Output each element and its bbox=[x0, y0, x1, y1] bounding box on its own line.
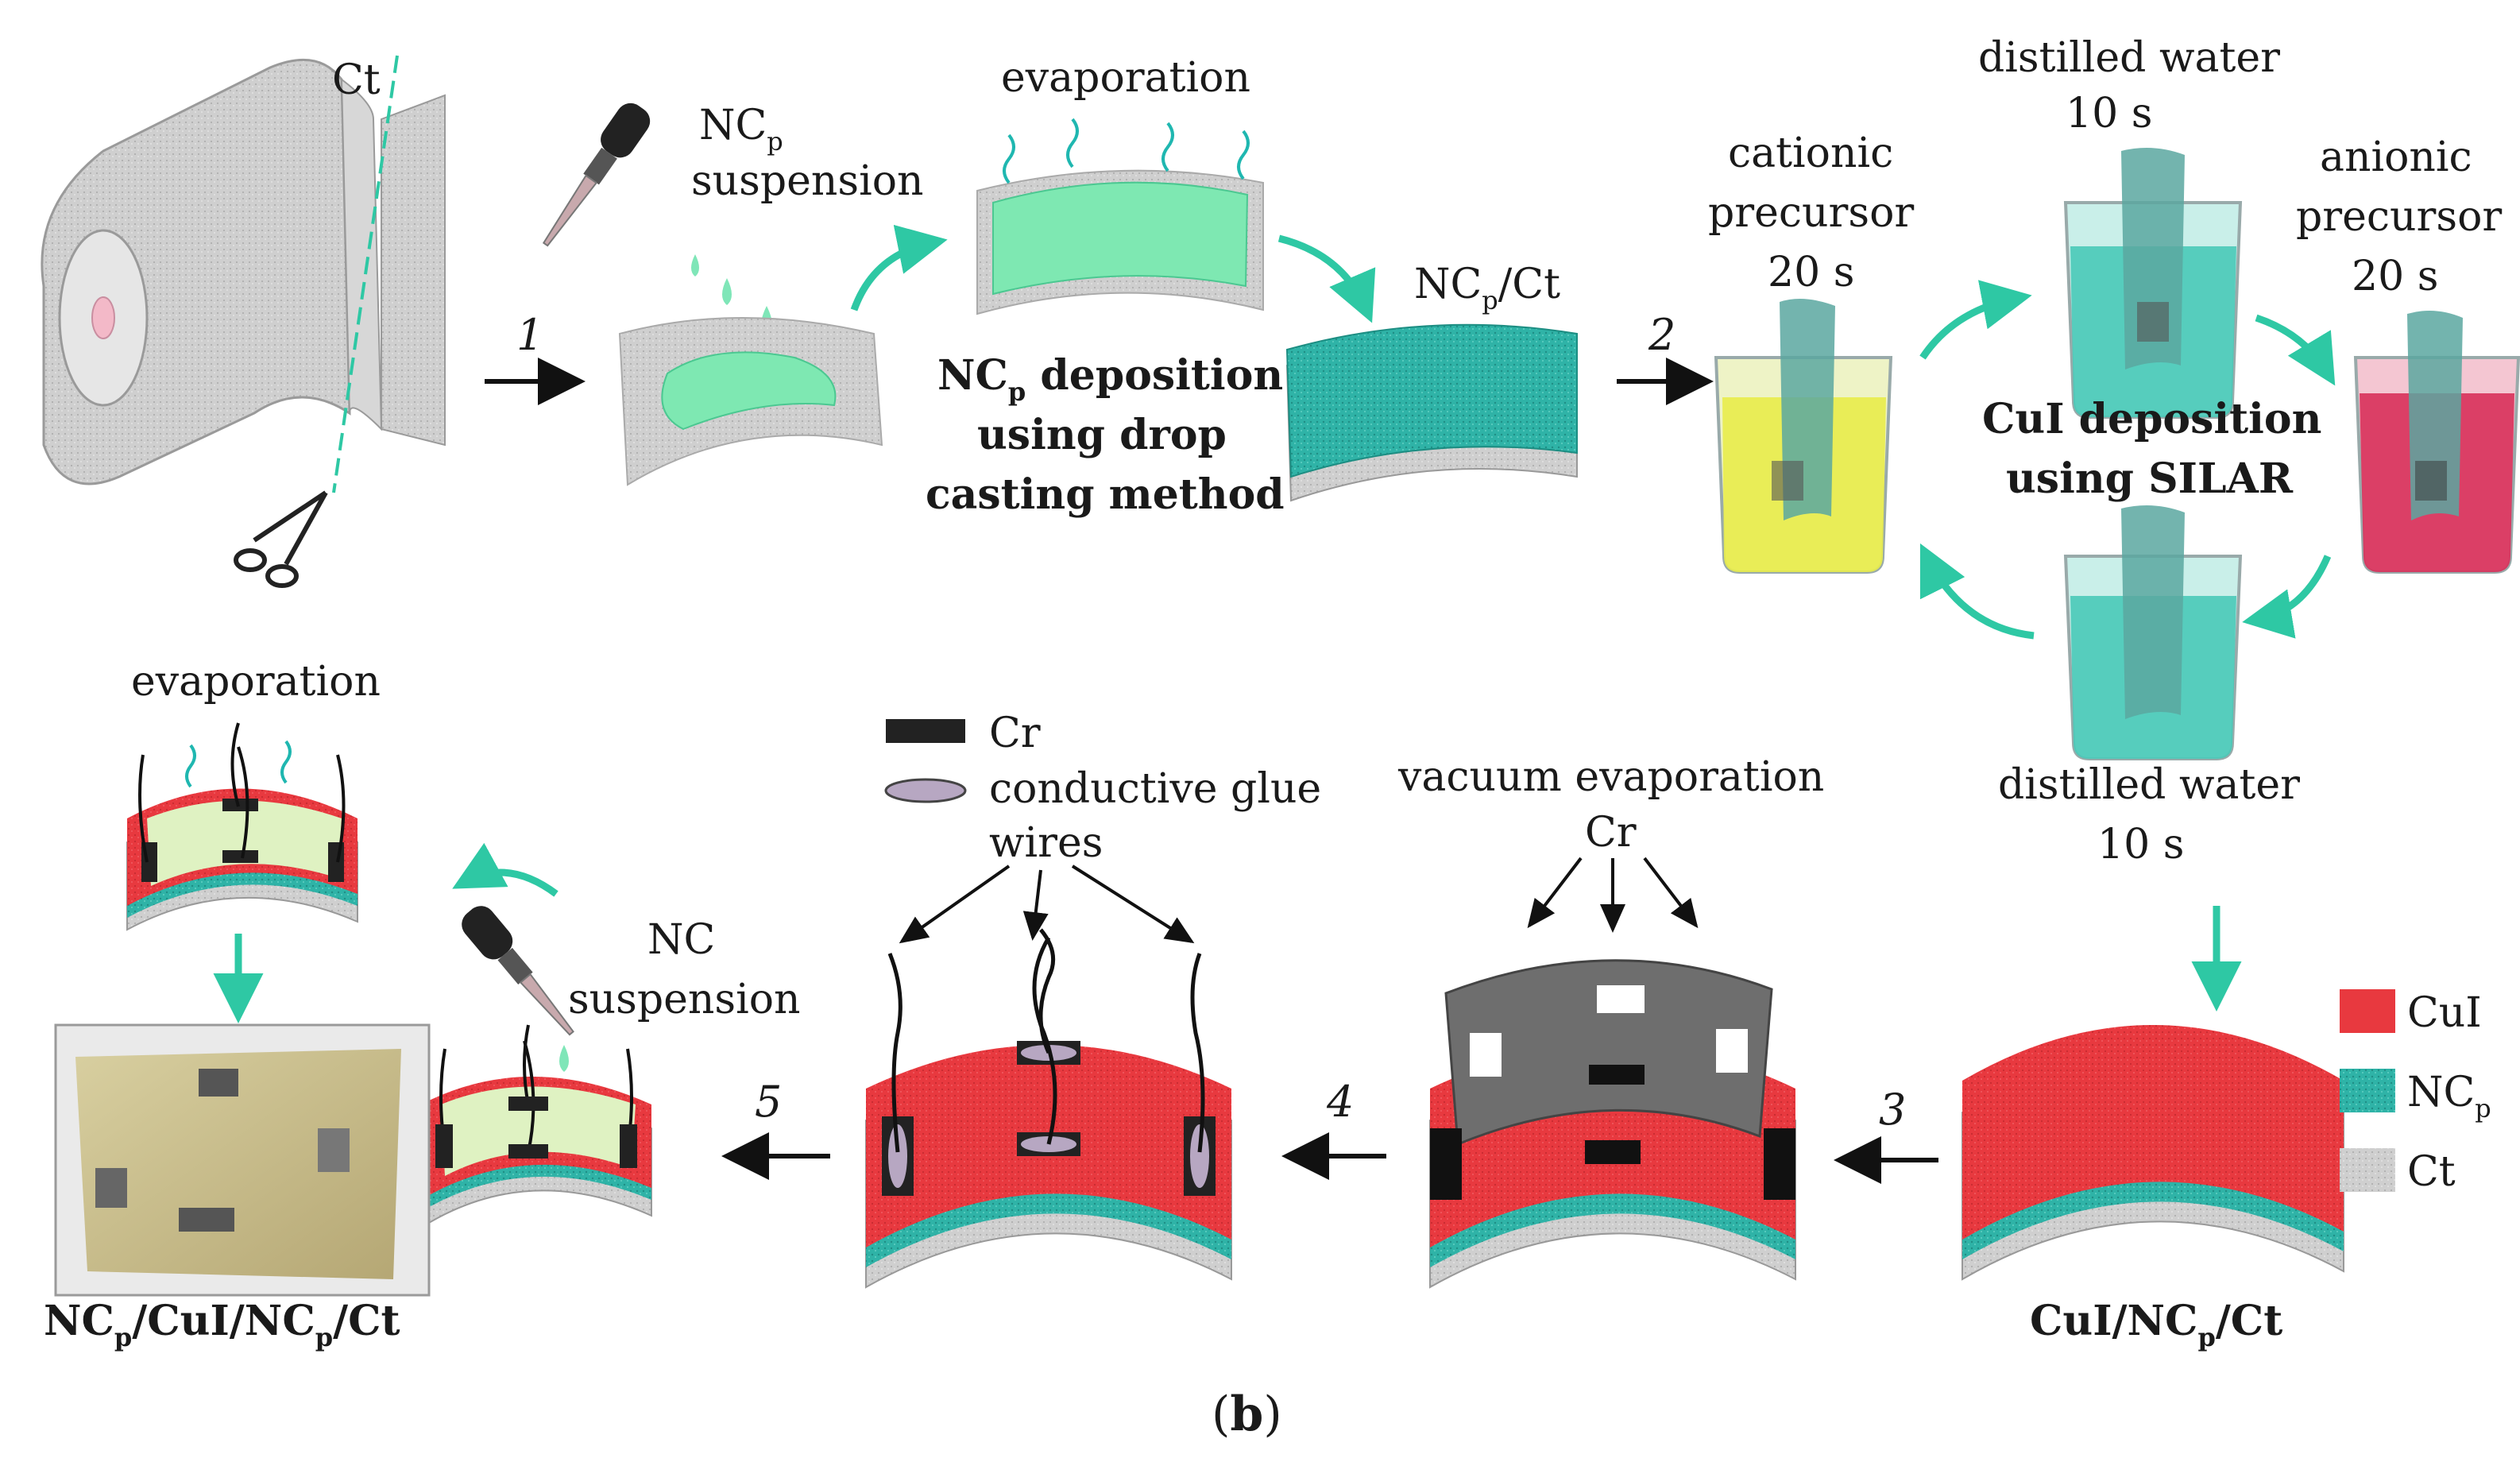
legend-swatch-ncp bbox=[2340, 1069, 2395, 1112]
step-label-5: 5 bbox=[755, 1077, 782, 1127]
ncp-suspension-word: suspension bbox=[691, 157, 924, 205]
green-arrow-to-ncpct bbox=[1277, 234, 1376, 323]
panel-label: (b) bbox=[1212, 1387, 1282, 1442]
green-arrow-up-evap bbox=[452, 842, 558, 897]
final-device-label: NCp/CuI/NCp/Ct bbox=[44, 1297, 400, 1352]
cotton-roll-icon bbox=[41, 55, 446, 493]
dropper-icon-nc bbox=[462, 906, 574, 1036]
cationic-label-2: precursor bbox=[1708, 189, 1914, 237]
vacuum-evaporation-label: vacuum evaporation bbox=[1397, 753, 1824, 801]
beaker-icon-cationic bbox=[1714, 299, 1893, 574]
beaker-icon-water-bottom bbox=[2063, 505, 2243, 760]
evaporation-top-label: evaporation bbox=[1001, 54, 1250, 102]
wire-icon bbox=[887, 928, 1205, 1153]
step-label-1: 1 bbox=[516, 310, 543, 360]
legend-glue-electrode-icon bbox=[884, 778, 967, 803]
nc-suspension-label-2: suspension bbox=[568, 976, 801, 1023]
anionic-label-1: anionic bbox=[2320, 133, 2472, 181]
step-label-4: 4 bbox=[1326, 1077, 1354, 1127]
legend-label-ct: Ct bbox=[2407, 1148, 2456, 1196]
cui-ncp-ct-label: CuI/NCp/Ct bbox=[2030, 1297, 2282, 1352]
cui-deposition-line-1: CuI deposition bbox=[1982, 395, 2321, 443]
nc-coated-fabric bbox=[420, 1024, 652, 1229]
cr-target-label: Cr bbox=[1585, 809, 1637, 857]
ncp-ct-fabric bbox=[1285, 323, 1578, 502]
legend-glue-label: conductive glue bbox=[989, 765, 1321, 813]
legend-swatch-ct bbox=[2340, 1148, 2395, 1192]
device-photo bbox=[54, 1023, 431, 1297]
evaporation-bottom-label: evaporation bbox=[131, 658, 381, 706]
legend: CuI NCp Ct bbox=[2340, 989, 2491, 1196]
silar-cycle-arrows bbox=[1919, 280, 2336, 640]
fabric-with-drop bbox=[618, 317, 883, 486]
cationic-label-1: cationic bbox=[1728, 130, 1893, 177]
evaporation-final-fabric bbox=[126, 722, 358, 931]
step-label-3: 3 bbox=[1879, 1085, 1906, 1135]
beaker-icon-anionic bbox=[2353, 311, 2520, 574]
anionic-label-3: 20 s bbox=[2352, 253, 2438, 300]
scissors-icon bbox=[234, 490, 328, 588]
cui-deposition-line-2: using SILAR bbox=[2006, 454, 2294, 503]
wires-label: wires bbox=[989, 819, 1103, 867]
dropper-icon bbox=[542, 103, 651, 247]
ncp-ct-label: NCp/Ct bbox=[1414, 261, 1560, 315]
nc-suspension-label-1: NC bbox=[647, 916, 715, 964]
ncp-suspension-symbol: NCp bbox=[699, 102, 783, 157]
anionic-label-2: precursor bbox=[2296, 193, 2502, 241]
distilled-water-top-label: distilled water bbox=[1978, 34, 2280, 82]
cui-ncp-ct-fabric bbox=[1962, 1025, 2344, 1281]
ncp-deposition-line-3: casting method bbox=[926, 470, 1285, 519]
legend-label-ncp: NCp bbox=[2407, 1069, 2491, 1124]
legend-swatch-cui bbox=[2340, 989, 2395, 1033]
ten-s-bottom-label: 10 s bbox=[2097, 821, 2184, 868]
ncp-deposition-line-1: NCp deposition bbox=[937, 351, 1283, 407]
cationic-label-3: 20 s bbox=[1768, 249, 1854, 296]
legend-cr-label: Cr bbox=[989, 710, 1041, 757]
ct-label: Ct bbox=[332, 56, 381, 104]
nc-droplet bbox=[559, 1045, 569, 1072]
wires-pointer-arrows bbox=[899, 865, 1195, 944]
electrode-fabric bbox=[865, 928, 1232, 1289]
masked-fabric bbox=[1429, 959, 1796, 1289]
cr-arrows bbox=[1527, 857, 1699, 933]
ncp-deposition-line-2: using drop bbox=[977, 411, 1227, 459]
green-arrow-to-evap bbox=[850, 224, 948, 311]
legend-cr-electrode-icon bbox=[886, 719, 965, 743]
step-label-2: 2 bbox=[1648, 310, 1675, 360]
distilled-water-bottom-label: distilled water bbox=[1998, 761, 2300, 809]
beaker-icon-water-top bbox=[2063, 148, 2243, 419]
ten-s-top-label: 10 s bbox=[2066, 90, 2152, 137]
evaporation-fabric bbox=[976, 118, 1264, 315]
legend-label-cui: CuI bbox=[2407, 989, 2482, 1037]
